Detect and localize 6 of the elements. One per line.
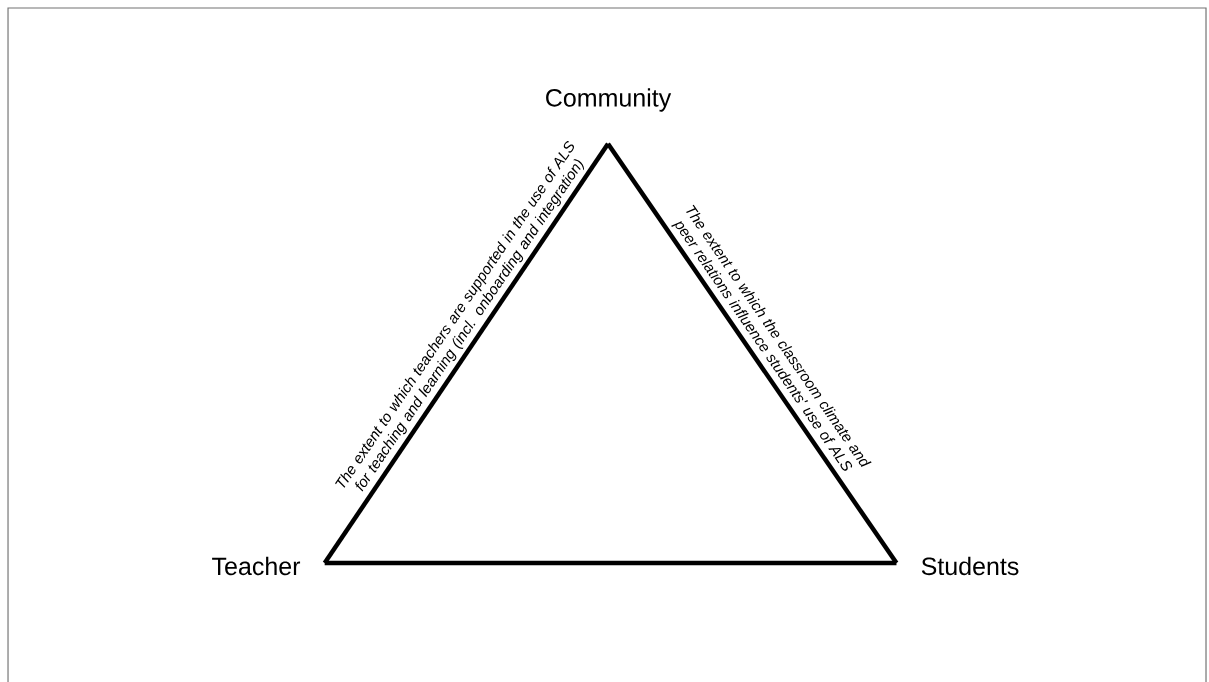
vertex-label: Teacher (212, 556, 301, 576)
vertex-label: Students (921, 556, 1019, 576)
triangle-side (606, 142, 899, 565)
vertex-label: Community (546, 88, 672, 112)
triangle-side (322, 142, 610, 565)
triangle-side (324, 560, 897, 566)
